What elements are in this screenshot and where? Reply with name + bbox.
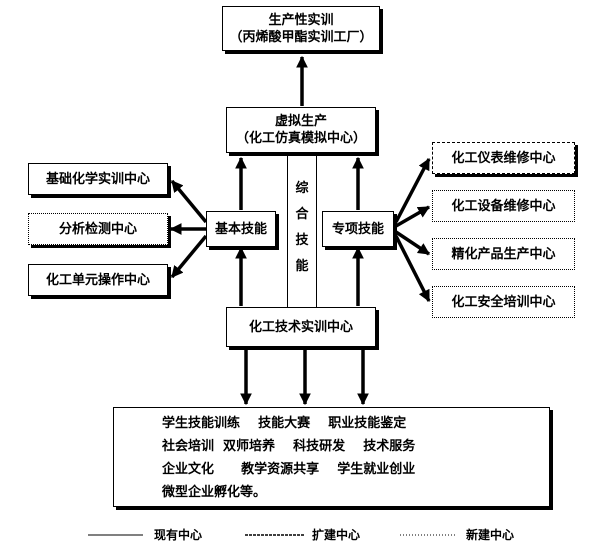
virtual-box-line1: 虚拟生产 <box>274 114 327 129</box>
comprehensive-char-1: 综 <box>295 181 309 196</box>
arrow-special-to-right-1 <box>394 157 431 223</box>
comprehensive-char-3: 技 <box>295 233 309 248</box>
top-box-production-training: 生产性实训 （丙烯酸甲酯实训工厂） <box>222 6 380 51</box>
left-box-label-2: 分析检测中心 <box>58 221 137 237</box>
outcomes-line-3: 企业文化 教学资源共享 学生就业创业 <box>162 462 416 477</box>
outcomes-line-1: 学生技能训练 技能大赛 职业技能鉴定 <box>162 416 407 431</box>
right-box-safety-training: 化工安全培训中心 <box>432 286 575 318</box>
left-box-label-1: 基础化学实训中心 <box>45 171 150 187</box>
special-skills-label: 专项技能 <box>331 221 384 237</box>
left-box-analysis-testing: 分析检测中心 <box>28 213 168 245</box>
special-skills-box: 专项技能 <box>322 211 394 247</box>
basic-skills-box: 基本技能 <box>206 211 276 247</box>
arrow-special-to-right-4 <box>394 235 431 303</box>
right-box-label-2: 化工设备维修中心 <box>451 198 556 214</box>
right-box-label-1: 化工仪表维修中心 <box>451 150 556 166</box>
top-box-line2: （丙烯酸甲酯实训工厂） <box>229 29 373 45</box>
left-box-basic-chemistry: 基础化学实训中心 <box>28 163 168 195</box>
left-box-label-3: 化工单元操作中心 <box>45 272 150 288</box>
top-box-line1: 生产性实训 <box>268 12 334 28</box>
outcomes-box: 学生技能训练 技能大赛 职业技能鉴定 社会培训 双师培养 科技研发 技术服务 企… <box>113 407 550 507</box>
legend-new-label: 新建中心 <box>466 528 515 542</box>
tech-training-center-box: 化工技术实训中心 <box>226 307 376 347</box>
right-box-equipment-repair: 化工设备维修中心 <box>432 190 575 222</box>
arrow-special-to-right-2 <box>395 205 431 228</box>
arrow-basic-to-left-1 <box>170 179 208 224</box>
outcomes-line-2: 社会培训 双师培养 科技研发 技术服务 <box>162 439 416 454</box>
comprehensive-char-4: 能 <box>295 259 309 274</box>
left-box-unit-operation: 化工单元操作中心 <box>28 264 168 296</box>
right-box-label-4: 化工安全培训中心 <box>451 294 556 310</box>
comprehensive-char-2: 合 <box>295 207 309 222</box>
right-box-fine-chemical-production: 精化产品生产中心 <box>432 238 575 270</box>
virtual-box-line2: （化工仿真模拟中心） <box>235 131 366 146</box>
right-box-label-3: 精化产品生产中心 <box>451 246 556 262</box>
basic-skills-label: 基本技能 <box>214 221 267 237</box>
legend-existing-label: 现有中心 <box>154 528 203 542</box>
virtual-production-box: 虚拟生产 （化工仿真模拟中心） <box>226 107 376 153</box>
arrow-basic-to-left-3 <box>170 234 208 279</box>
right-box-instrument-repair: 化工仪表维修中心 <box>432 142 575 174</box>
tech-center-label: 化工技术实训中心 <box>248 319 353 335</box>
comprehensive-skills-box: 综 合 技 能 <box>287 155 317 308</box>
arrow-special-to-right-3 <box>395 230 430 256</box>
outcomes-line-4: 微型企业孵化等。 <box>162 485 267 500</box>
legend-expanded-label: 扩建中心 <box>312 528 361 542</box>
